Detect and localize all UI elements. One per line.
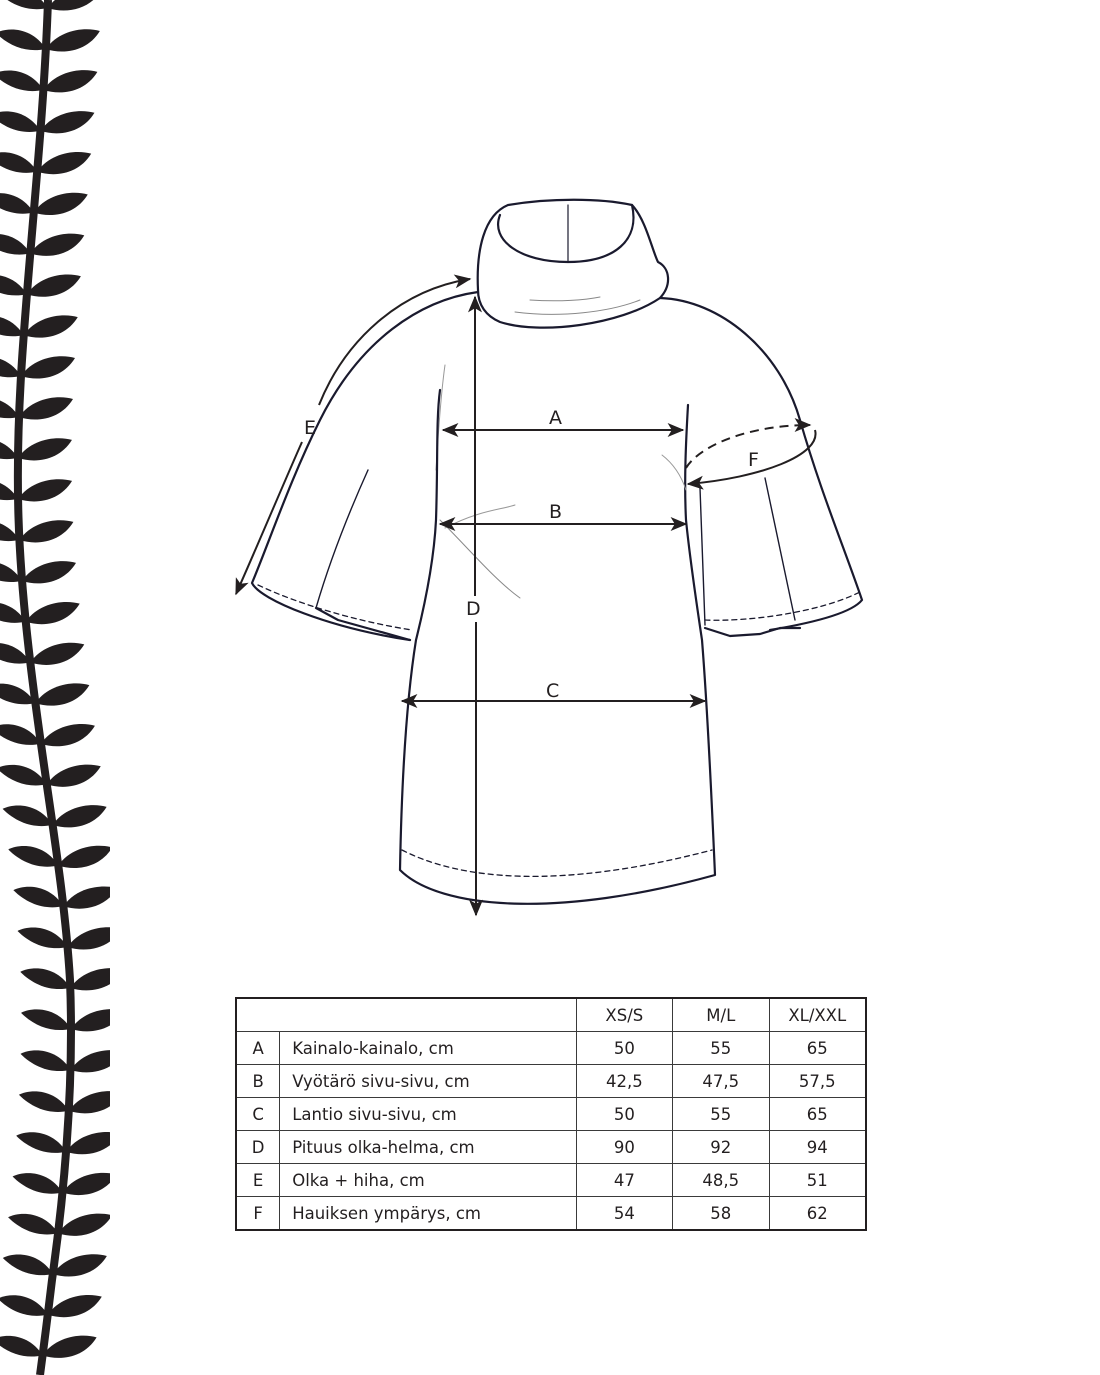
header-size-xs-s: XS/S	[575, 997, 674, 1032]
header-size-m-l: M/L	[672, 997, 770, 1032]
label-a: A	[549, 407, 562, 429]
row-value: 55	[672, 1097, 770, 1131]
row-value: 47	[575, 1163, 674, 1197]
row-value: 65	[768, 1031, 867, 1065]
row-value: 47,5	[672, 1064, 770, 1098]
table-header-row: XS/S M/L XL/XXL	[235, 997, 867, 1032]
row-label: Lantio sivu-sivu, cm	[279, 1097, 577, 1131]
table-row: E Olka + hiha, cm 47 48,5 51	[235, 1163, 867, 1197]
row-label: Pituus olka-helma, cm	[279, 1130, 577, 1164]
row-value: 57,5	[768, 1064, 867, 1098]
row-code: F	[235, 1196, 281, 1231]
label-e: E	[304, 417, 316, 439]
arrow-e-top	[318, 274, 472, 406]
row-value: 48,5	[672, 1163, 770, 1197]
row-label: Vyötärö sivu-sivu, cm	[279, 1064, 577, 1098]
arrow-f-front	[686, 429, 817, 490]
row-code: E	[235, 1163, 281, 1197]
row-label: Hauiksen ympärys, cm	[279, 1196, 577, 1231]
header-blank	[235, 997, 577, 1032]
garment-measurement-diagram: A B C D E F	[0, 0, 864, 917]
left-sleeve	[250, 290, 480, 642]
row-label: Kainalo-kainalo, cm	[279, 1031, 577, 1065]
row-value: 54	[575, 1196, 674, 1231]
row-code: A	[235, 1031, 281, 1065]
row-code: D	[235, 1130, 281, 1164]
collar	[476, 198, 670, 329]
row-label: Olka + hiha, cm	[279, 1163, 577, 1197]
table-row: F Hauiksen ympärys, cm 54 58 62	[235, 1196, 867, 1231]
size-chart-table: XS/S M/L XL/XXL A Kainalo-kainalo, cm 50…	[235, 997, 867, 1231]
row-value: 42,5	[575, 1064, 674, 1098]
label-f: F	[748, 449, 759, 471]
row-code: C	[235, 1097, 281, 1131]
row-value: 58	[672, 1196, 770, 1231]
header-size-xl-xxl: XL/XXL	[768, 997, 867, 1032]
row-value: 55	[672, 1031, 770, 1065]
table-row: C Lantio sivu-sivu, cm 50 55 65	[235, 1097, 867, 1131]
table-row: A Kainalo-kainalo, cm 50 55 65	[235, 1031, 867, 1065]
leaf-vine-decoration	[0, 0, 110, 1375]
row-value: 90	[575, 1130, 674, 1164]
arrow-e-bottom	[235, 441, 303, 596]
label-b: B	[549, 501, 562, 523]
row-value: 62	[768, 1196, 867, 1231]
row-value: 50	[575, 1031, 674, 1065]
table-row: B Vyötärö sivu-sivu, cm 42,5 47,5 57,5	[235, 1064, 867, 1098]
row-value: 94	[768, 1130, 867, 1164]
right-sleeve	[660, 298, 864, 638]
row-value: 51	[768, 1163, 867, 1197]
label-c: C	[546, 680, 559, 702]
row-code: B	[235, 1064, 281, 1098]
label-d: D	[466, 598, 481, 620]
row-value: 92	[672, 1130, 770, 1164]
row-value: 65	[768, 1097, 867, 1131]
row-value: 50	[575, 1097, 674, 1131]
table-row: D Pituus olka-helma, cm 90 92 94	[235, 1130, 867, 1164]
dress-body	[398, 388, 717, 905]
